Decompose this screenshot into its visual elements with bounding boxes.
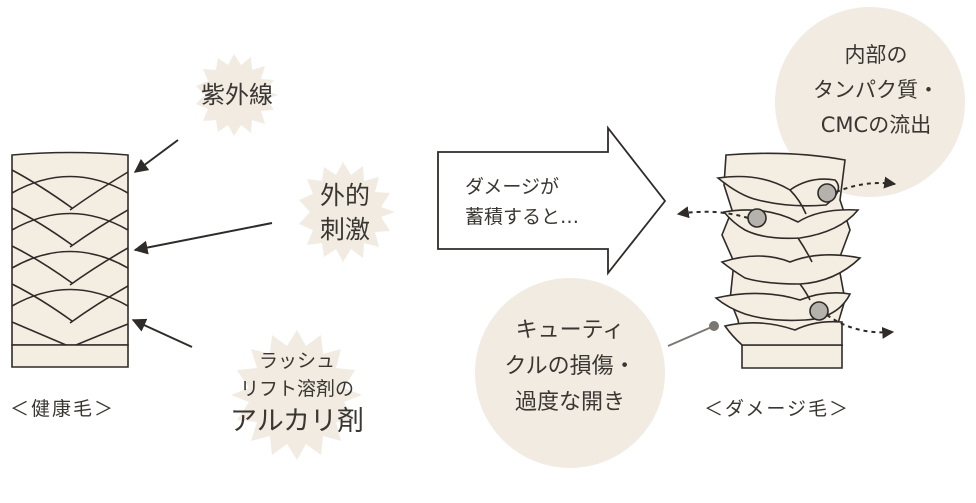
alkali-arrow — [131, 318, 193, 348]
outflow-badge-shape — [775, 7, 965, 197]
alkali-line-2: リフト溶剤の — [240, 378, 354, 400]
alkali-line-3: アルカリ剤 — [230, 406, 364, 437]
uv-arrow — [133, 139, 179, 173]
outflow-path-left — [676, 206, 749, 219]
healthy-hair-caption: ＜健康毛＞ — [10, 398, 115, 420]
external-stimulus-line-2: 刺激 — [320, 215, 370, 244]
uv-label: 紫外線 — [201, 81, 273, 109]
damaged-scale-edge — [797, 237, 813, 263]
process-arrow-line-2: 蓄積すると… — [465, 206, 579, 228]
damaged-scale-edge — [799, 283, 811, 301]
cuticle-connector-dot — [709, 321, 719, 331]
damaged-hair-base — [741, 344, 843, 369]
cuticle-badge-shape — [475, 278, 665, 468]
healthy-hair-illustration — [11, 151, 129, 368]
damaged-hair-illustration — [714, 152, 862, 369]
external-stimulus-badge-shape — [299, 162, 395, 262]
outflow-label: 内部の タンパク質・ CMCの流出 — [813, 43, 939, 137]
process-arrow-shape — [437, 125, 667, 276]
outflow-line-1: 内部の — [845, 43, 908, 67]
cuticle-connector-line — [667, 325, 715, 347]
external-stimulus-line-1: 外的 — [320, 181, 370, 210]
external-stimulus-label: 外的 刺激 — [320, 181, 370, 244]
damaged-scale — [720, 254, 862, 285]
damaged-scale — [723, 320, 843, 346]
protein-particle — [747, 208, 767, 228]
alkali-line-1: ラッシュ — [259, 350, 335, 372]
cuticle-line-1: キューティ — [516, 318, 625, 343]
process-arrow-line-1: ダメージが — [465, 176, 559, 198]
damaged-scale-edge — [789, 189, 807, 215]
healthy-hair-shaft — [11, 151, 129, 346]
cuticle-label: キューティ クルの損傷・ 過度な開き — [504, 318, 635, 415]
healthy-cuticle-scales — [11, 169, 129, 346]
external-stimulus-arrow — [133, 222, 273, 255]
uv-label-line: 紫外線 — [201, 81, 273, 109]
alkali-agent-label: ラッシュ リフト溶剤の アルカリ剤 — [230, 350, 364, 437]
cuticle-line-2: クルの損傷・ — [504, 354, 635, 379]
healthy-hair-base — [11, 344, 129, 368]
outflow-line-2: タンパク質・ — [813, 78, 939, 102]
outflow-path-lower — [826, 314, 895, 339]
damaged-hair-caption: ＜ダメージ毛＞ — [704, 398, 850, 420]
uv-badge-shape — [196, 54, 278, 136]
outflow-paths — [676, 176, 897, 339]
outflow-line-3: CMCの流出 — [821, 113, 931, 137]
protein-particle — [809, 301, 829, 321]
cuticle-line-3: 過度な開き — [515, 390, 625, 415]
protein-particles — [747, 183, 837, 321]
protein-particle — [817, 183, 837, 203]
alkali-badge-shape — [231, 330, 362, 460]
